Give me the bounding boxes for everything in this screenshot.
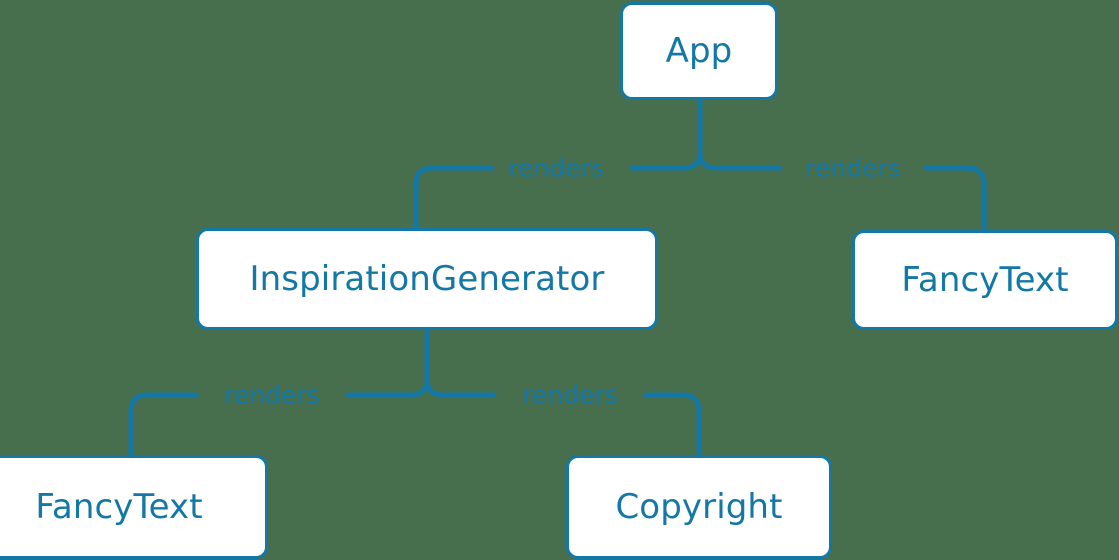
- edge-app-inspgen-left: [629, 149, 703, 171]
- node-inspiration-generator[interactable]: InspirationGenerator: [196, 228, 658, 330]
- node-fancytext-left-label: FancyText: [35, 487, 203, 527]
- node-inspiration-generator-label: InspirationGenerator: [249, 259, 605, 299]
- node-fancytext-right-label: FancyText: [901, 260, 1069, 300]
- edge-inspgen-fancyleft-right: [345, 376, 430, 398]
- node-fancytext-right[interactable]: FancyText: [852, 230, 1118, 330]
- edge-label-app-fancytext: renders: [805, 153, 901, 183]
- edge-label-inspgen-fancytext: renders: [224, 380, 320, 410]
- edge-label-app-inspgen: renders: [508, 153, 604, 183]
- edge-inspgen-copyright-left: [424, 376, 497, 398]
- edge-app-inspgen-right: [413, 165, 495, 231]
- node-app-label: App: [665, 31, 733, 71]
- edge-app-fancyright-left: [697, 149, 783, 171]
- edge-label-inspgen-copyright: renders: [522, 380, 618, 410]
- node-app[interactable]: App: [620, 2, 778, 100]
- node-copyright[interactable]: Copyright: [566, 455, 832, 559]
- edge-inspgen-copyright-right: [643, 392, 702, 458]
- node-fancytext-left[interactable]: FancyText: [0, 455, 268, 559]
- node-copyright-label: Copyright: [615, 487, 783, 527]
- edge-app-fancyright-right: [923, 165, 987, 233]
- edge-inspgen-fancyleft-left: [128, 392, 199, 458]
